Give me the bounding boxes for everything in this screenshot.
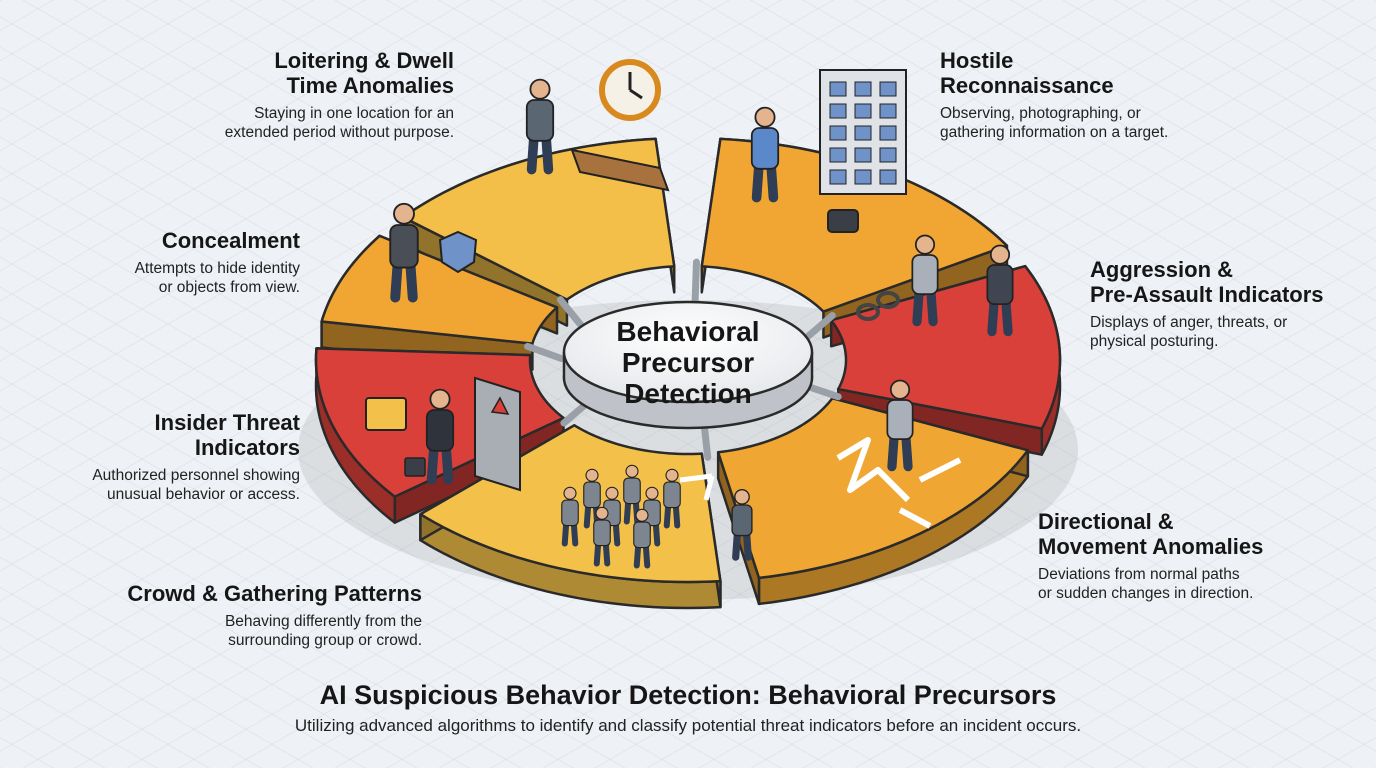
building-window xyxy=(854,125,872,141)
building-window xyxy=(879,147,897,163)
building-window xyxy=(854,103,872,119)
hooded-person-icon xyxy=(525,78,555,175)
center-title-line: Behavioral xyxy=(616,316,759,347)
building-window xyxy=(829,169,847,185)
center-hub xyxy=(562,300,814,430)
broken-chain-icon xyxy=(856,303,880,321)
footer-title: AI Suspicious Behavior Detection: Behavi… xyxy=(319,680,1057,710)
broken-chain-icon xyxy=(876,291,900,309)
briefcase-icon xyxy=(404,457,426,477)
isolated-person-icon xyxy=(731,489,753,561)
building-window xyxy=(879,81,897,97)
segment-top-face xyxy=(401,137,676,301)
shield-icon xyxy=(438,230,478,274)
segment-top-face xyxy=(716,396,1030,580)
camera-icon xyxy=(827,209,859,233)
segment-top-face xyxy=(320,234,559,345)
clock-hand xyxy=(629,88,643,100)
segment-title: Concealment xyxy=(161,228,300,253)
building-window xyxy=(829,81,847,97)
concealed-person-icon xyxy=(389,202,419,303)
center-title: Behavioral Precursor Detection xyxy=(616,316,759,409)
direction-arrow-icon xyxy=(918,457,962,483)
building-window xyxy=(829,147,847,163)
ring-segment-concealment xyxy=(320,234,559,371)
spoke xyxy=(803,382,842,401)
building-window xyxy=(879,103,897,119)
crowd-person-icon xyxy=(593,506,611,567)
spoke xyxy=(524,342,565,362)
building-window xyxy=(829,125,847,141)
crowd-person-icon xyxy=(663,468,681,529)
zigzag-path-icon xyxy=(836,437,911,503)
split-arrow-icon xyxy=(679,473,715,501)
crowd-person-icon xyxy=(561,486,579,547)
direction-arrow-icon xyxy=(898,507,932,529)
center-title-line: Precursor xyxy=(622,347,754,378)
label-aggression: Aggression &Pre-Assault Indicators Displ… xyxy=(1090,257,1324,351)
center-title-line: Detection xyxy=(624,378,752,409)
folder-lock-icon xyxy=(365,397,407,431)
building-window xyxy=(854,81,872,97)
segment-illustrations xyxy=(365,59,1014,569)
insider-person-icon xyxy=(425,388,455,485)
segment-title: Aggression &Pre-Assault Indicators xyxy=(1090,257,1324,307)
footer-subtitle: Utilizing advanced algorithms to identif… xyxy=(294,716,1082,735)
building-window xyxy=(854,147,872,163)
building-window xyxy=(879,125,897,141)
label-crowd: Crowd & Gathering Patterns Behaving diff… xyxy=(127,581,422,650)
crowd-person-icon xyxy=(633,508,651,569)
aggressor-person-icon xyxy=(911,234,939,327)
observer-person-icon xyxy=(750,106,780,203)
building-window xyxy=(829,103,847,119)
door-icon xyxy=(474,376,521,492)
label-directional: Directional &Movement Anomalies Deviatio… xyxy=(1038,509,1263,603)
footer: AI Suspicious Behavior Detection: Behavi… xyxy=(0,678,1376,737)
building-window xyxy=(854,169,872,185)
segment-title: Crowd & Gathering Patterns xyxy=(127,581,422,606)
segment-title: Directional &Movement Anomalies xyxy=(1038,509,1264,559)
walking-person-icon xyxy=(886,379,914,472)
building-window xyxy=(879,169,897,185)
bench-icon xyxy=(570,148,670,192)
aggressor-person-icon xyxy=(986,244,1014,337)
warning-icon xyxy=(490,396,510,415)
